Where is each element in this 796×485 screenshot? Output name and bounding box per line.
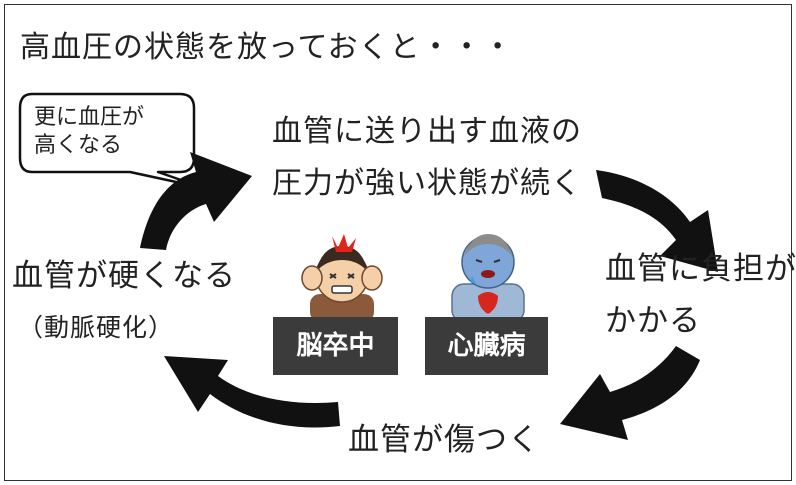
arrow-down-left-icon bbox=[560, 346, 700, 440]
chest-pain-person-icon bbox=[451, 234, 525, 322]
diagram-title: 高血圧の状態を放っておくと・・・ bbox=[20, 30, 514, 65]
arrow-right-down-icon bbox=[596, 170, 718, 272]
arrow-left-up-icon bbox=[164, 356, 340, 428]
stroke-badge: 脳卒中 bbox=[273, 317, 398, 375]
bubble-text: 更に血圧が 高くなる bbox=[34, 105, 145, 158]
headache-person-icon bbox=[301, 234, 383, 322]
heart-disease-badge: 心臓病 bbox=[425, 317, 548, 375]
cycle-stage-2: 血管に負担が かかる bbox=[605, 251, 796, 339]
cycle-stage-1: 血管に送り出す血液の 圧力が強い状態が続く bbox=[272, 114, 582, 201]
cycle-stage-3: 血管が傷つく bbox=[348, 422, 540, 458]
arrow-up-icon bbox=[140, 152, 252, 250]
cycle-stage-4-sub: （動脈硬化） bbox=[18, 313, 175, 342]
cycle-stage-4: 血管が硬くなる bbox=[12, 258, 236, 294]
